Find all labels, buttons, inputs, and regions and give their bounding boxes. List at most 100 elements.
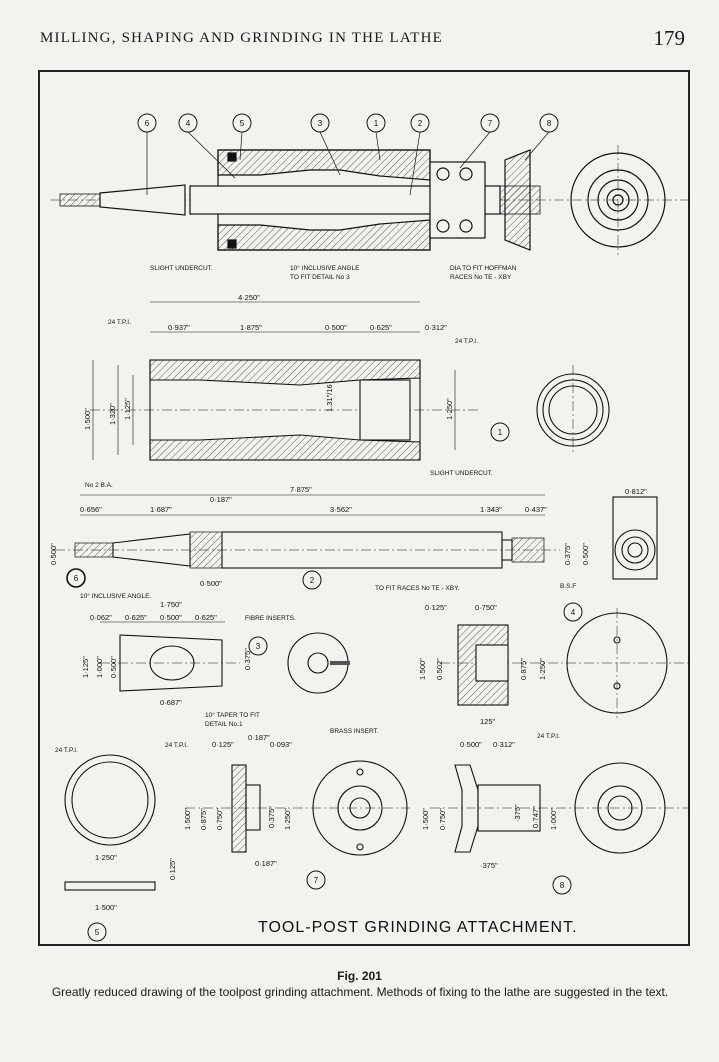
detail-2-labels: No 2 B.A. 7·875" 0·656" 1·687" 0·187" 3·… <box>49 482 647 600</box>
svg-text:3·562": 3·562" <box>330 505 352 514</box>
engineering-drawing-frame <box>38 70 690 946</box>
svg-text:0·750": 0·750" <box>215 808 224 830</box>
svg-text:0·093": 0·093" <box>270 740 292 749</box>
svg-text:10° INCLUSIVE ANGLE.: 10° INCLUSIVE ANGLE. <box>80 592 151 600</box>
note-dia-fit: DIA TO FIT HOFFMAN <box>450 265 517 272</box>
svg-text:0·500": 0·500" <box>49 543 58 565</box>
svg-text:B.S.F: B.S.F <box>560 583 576 590</box>
note-no2ba: No 2 B.A. <box>85 482 113 489</box>
svg-text:0·687": 0·687" <box>160 698 182 707</box>
detail-1-number: 1 <box>490 422 510 442</box>
detail-7-number: 7 <box>306 870 326 890</box>
svg-text:0·625": 0·625" <box>370 323 392 332</box>
svg-text:2: 2 <box>310 576 315 585</box>
detail-8-number: 8 <box>552 875 572 895</box>
svg-text:0·656": 0·656" <box>80 505 102 514</box>
note-inclusive-angle: 10° INCLUSIVE ANGLE <box>290 264 360 272</box>
detail-8-pulley <box>430 762 690 854</box>
svg-text:0·625": 0·625" <box>125 613 147 622</box>
svg-text:1·000": 1·000" <box>95 656 104 678</box>
svg-text:1·500": 1·500" <box>183 808 192 830</box>
svg-text:0·747": 0·747" <box>531 806 540 828</box>
svg-text:10° TAPER TO FIT: 10° TAPER TO FIT <box>205 711 260 719</box>
svg-text:0·312": 0·312" <box>493 740 515 749</box>
svg-text:RACES No TE - XBY: RACES No TE - XBY <box>450 274 512 281</box>
svg-text:0·375": 0·375" <box>267 806 276 828</box>
svg-text:0·375": 0·375" <box>563 543 572 565</box>
svg-text:BRASS INSERT.: BRASS INSERT. <box>330 728 379 735</box>
balloon-1: 1 <box>366 113 386 133</box>
svg-text:1·750": 1·750" <box>160 600 182 609</box>
balloon-3: 3 <box>310 113 330 133</box>
svg-text:0·500": 0·500" <box>200 579 222 588</box>
svg-text:1·250": 1·250" <box>445 398 454 420</box>
svg-text:0·500": 0·500" <box>160 613 182 622</box>
svg-text:SLIGHT UNDERCUT.: SLIGHT UNDERCUT. <box>430 470 493 477</box>
note-slight-undercut: SLIGHT UNDERCUT. <box>150 265 213 272</box>
svg-text:FIBRE INSERTS.: FIBRE INSERTS. <box>245 615 296 622</box>
balloon-7: 7 <box>480 113 500 133</box>
svg-text:0·625": 0·625" <box>195 613 217 622</box>
svg-text:TO FIT DETAIL No 3: TO FIT DETAIL No 3 <box>290 274 350 281</box>
svg-text:1·875": 1·875" <box>240 323 262 332</box>
svg-text:3: 3 <box>318 119 323 128</box>
balloon-4: 4 <box>178 113 198 133</box>
svg-text:0·187": 0·187" <box>248 733 270 742</box>
svg-text:8: 8 <box>560 881 565 890</box>
detail-7-labels: 24 T.P.I. 0·125" 0·187" 0·093" 1·500" 0·… <box>165 733 326 890</box>
svg-text:1·687": 1·687" <box>150 505 172 514</box>
detail-3-number: 3 <box>248 636 268 656</box>
svg-text:7: 7 <box>488 119 493 128</box>
svg-text:DETAIL No.1: DETAIL No.1 <box>205 721 243 728</box>
detail-1-housing <box>90 301 610 461</box>
detail-2-number: 2 <box>302 570 322 590</box>
detail-8-labels: 0·500" 0·312" 1·500" 0·750" ·375" 0·747"… <box>421 740 572 895</box>
svg-text:7·875": 7·875" <box>290 485 312 494</box>
page-number: 179 <box>653 26 686 50</box>
svg-text:0·875": 0·875" <box>519 658 528 680</box>
detail-7-drive-nut <box>185 760 410 856</box>
svg-text:TO FIT RACES No TE - XBY.: TO FIT RACES No TE - XBY. <box>375 585 460 592</box>
svg-text:1·320": 1·320" <box>108 403 117 425</box>
svg-text:0·500": 0·500" <box>581 543 590 565</box>
svg-text:24 T.P.I.: 24 T.P.I. <box>455 338 478 345</box>
detail-3-collet <box>100 621 350 694</box>
svg-text:125": 125" <box>480 717 496 726</box>
detail-4-labels: 0·125" 0·750" 1·500" 0·502" 0·875" 1·250… <box>418 602 583 740</box>
svg-text:5: 5 <box>240 119 245 128</box>
svg-text:0·812": 0·812" <box>625 487 647 496</box>
svg-text:1: 1 <box>374 119 379 128</box>
svg-text:24 T.P.I.: 24 T.P.I. <box>165 742 188 749</box>
figure-number: Fig. 201 <box>337 969 382 983</box>
svg-text:0·937": 0·937" <box>168 323 190 332</box>
svg-text:1·500": 1·500" <box>95 903 117 912</box>
svg-text:0·500": 0·500" <box>325 323 347 332</box>
svg-text:1·125": 1·125" <box>123 398 132 420</box>
detail-6-number: 6 <box>66 568 86 588</box>
balloon-5: 5 <box>232 113 252 133</box>
svg-text:·375": ·375" <box>513 804 522 822</box>
svg-text:0·375": 0·375" <box>243 648 252 670</box>
detail-5-ring <box>64 754 156 891</box>
svg-text:0·125": 0·125" <box>168 858 177 880</box>
svg-text:0·437": 0·437" <box>525 505 547 514</box>
svg-text:0·502": 0·502" <box>435 658 444 680</box>
svg-text:1·500": 1·500" <box>421 808 430 830</box>
drawing-title: TOOL-POST GRINDING ATTACHMENT. <box>258 919 578 936</box>
svg-text:0·750": 0·750" <box>475 603 497 612</box>
svg-text:7: 7 <box>314 876 319 885</box>
svg-text:4·250": 4·250" <box>238 293 260 302</box>
svg-text:0·125": 0·125" <box>425 603 447 612</box>
svg-text:1·343": 1·343" <box>480 505 502 514</box>
svg-text:6: 6 <box>74 574 79 583</box>
svg-text:1: 1 <box>498 428 503 437</box>
svg-text:24 T.P.I.: 24 T.P.I. <box>108 319 131 326</box>
assembly-view <box>50 145 690 255</box>
svg-text:4: 4 <box>186 119 191 128</box>
svg-text:1·250": 1·250" <box>538 658 547 680</box>
running-title: MILLING, SHAPING AND GRINDING IN THE LAT… <box>40 30 444 46</box>
detail-4-number: 4 <box>563 602 583 622</box>
svg-text:3: 3 <box>256 642 261 651</box>
svg-text:24 T.P.I.: 24 T.P.I. <box>537 733 560 740</box>
